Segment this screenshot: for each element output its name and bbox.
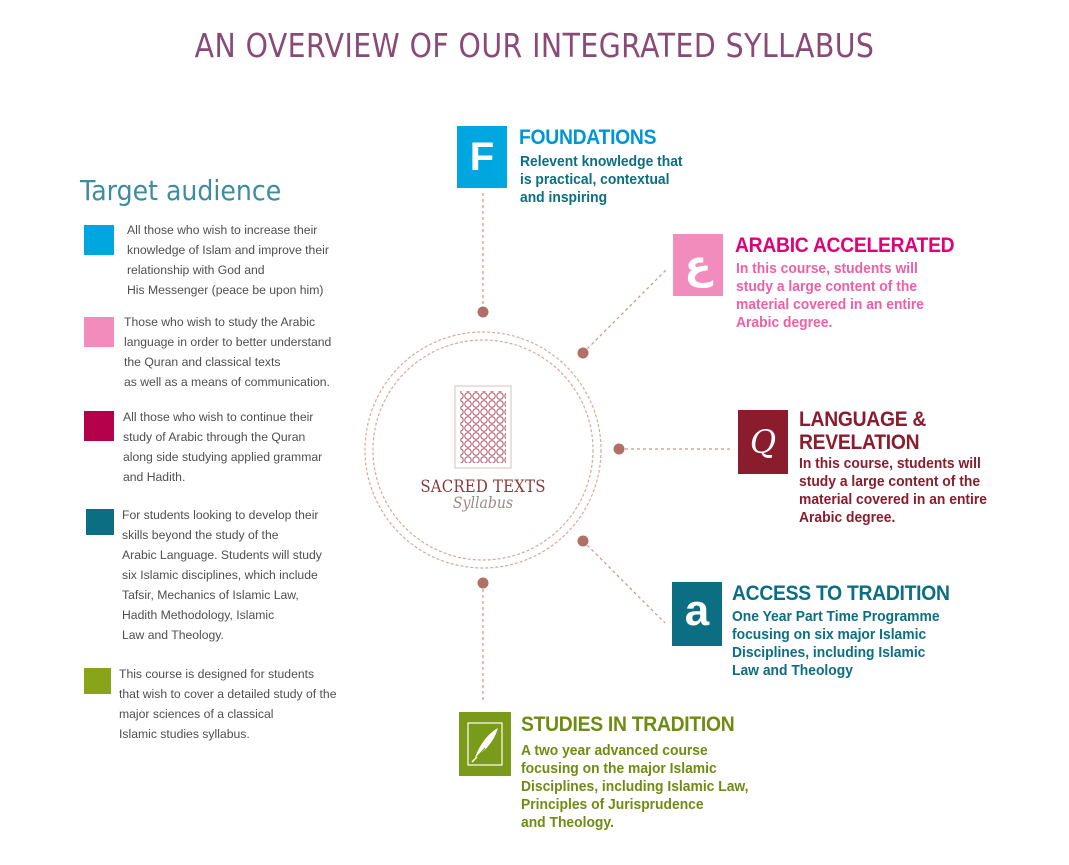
audience-text: Those who wish to study the Arabic langu…: [124, 315, 332, 389]
quill-icon: [459, 712, 511, 776]
quran-q-icon: Q: [738, 410, 788, 474]
connector-dot: [477, 577, 489, 589]
arabic-accelerated-desc: In this course, students will study a la…: [736, 261, 925, 331]
foundations-title: FOUNDATIONS: [519, 126, 657, 149]
language-revelation-desc: In this course, students will study a la…: [799, 456, 988, 526]
audience-text: All those who wish to continue their stu…: [123, 410, 323, 484]
center-logo: SACRED TEXTS Syllabus: [408, 384, 558, 512]
arabic-accelerated-title: ARABIC ACCELERATED: [735, 234, 955, 257]
color-square: [84, 411, 114, 441]
access-tradition-desc: One Year Part Time Programme focusing on…: [732, 609, 940, 679]
color-square: [84, 317, 114, 347]
language-revelation-title: LANGUAGE & REVELATION: [799, 408, 927, 454]
connector-dot: [577, 535, 589, 547]
color-square: [86, 509, 114, 535]
logo-title: SACRED TEXTS: [420, 477, 546, 497]
audience-text: This course is designed for students tha…: [119, 667, 337, 741]
center-circle-outer: [364, 331, 602, 569]
studies-tradition-title: STUDIES IN TRADITION: [521, 713, 735, 736]
color-square: [84, 225, 114, 255]
center-circle-inner: [372, 339, 594, 561]
logo-frame: [454, 385, 512, 469]
connector-dot: [477, 306, 489, 318]
page-title: AN OVERVIEW OF OUR INTEGRATED SYLLABUS: [194, 26, 875, 65]
connector-arabic: [582, 269, 667, 354]
audience-heading: Target audience: [80, 174, 282, 207]
audience-text: All those who wish to increase their kno…: [127, 223, 329, 297]
foundations-f-icon: F: [457, 126, 507, 188]
studies-tradition-desc: A two year advanced course focusing on t…: [521, 743, 749, 831]
access-tradition-title: ACCESS TO TRADITION: [732, 582, 950, 605]
audience-text: For students looking to develop their sk…: [122, 508, 322, 642]
color-square: [84, 668, 111, 694]
logo-subtitle: Syllabus: [452, 493, 514, 512]
logo-lattice: [460, 391, 506, 463]
access-a-icon: a: [672, 582, 722, 646]
connector-dot: [577, 347, 589, 359]
foundations-desc: Relevent knowledge that is practical, co…: [520, 154, 683, 206]
connector-access: [582, 540, 666, 624]
arabic-ain-icon: ع: [673, 234, 723, 296]
connector-dot: [613, 443, 625, 455]
